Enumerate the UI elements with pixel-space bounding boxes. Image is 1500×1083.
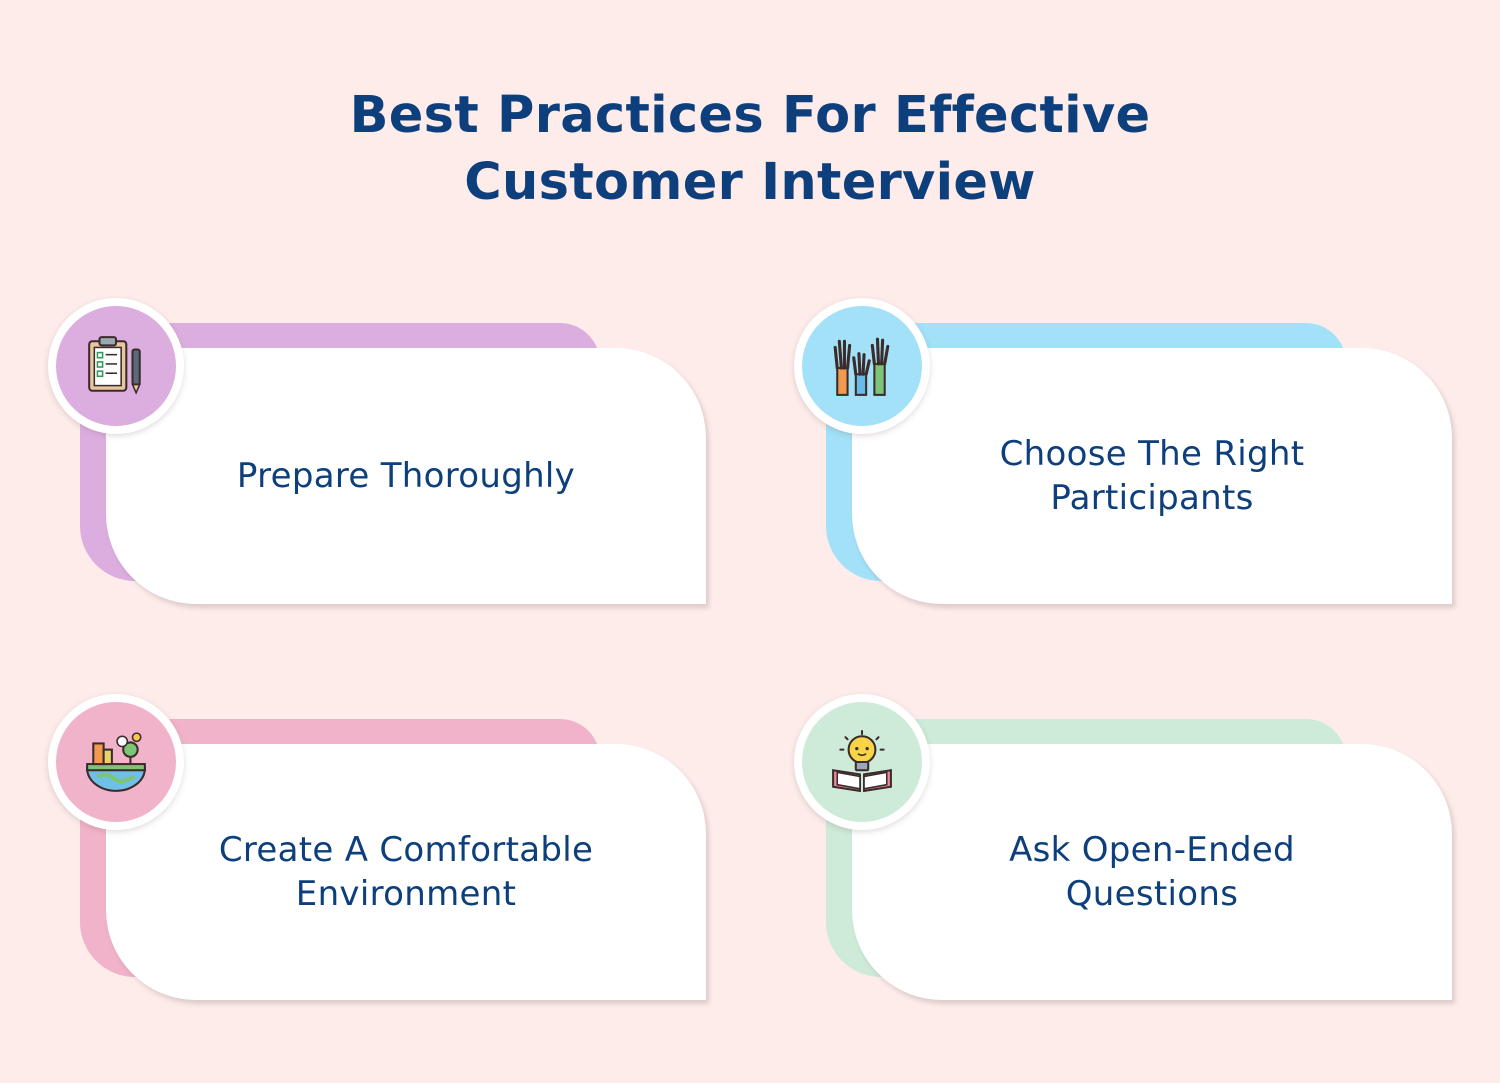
- lightbulb-book-icon: [832, 730, 892, 793]
- title-line-1: Best Practices For Effective: [349, 86, 1151, 145]
- clipboard-checklist-icon: [88, 336, 141, 395]
- badge-background: [802, 306, 922, 426]
- practice-card-environment: Create A Comfortable Environment: [48, 694, 708, 1000]
- card-label: Create A Comfortable Environment: [218, 830, 594, 914]
- practice-card-participants: Choose The Right Participants: [794, 298, 1454, 604]
- card-front: Choose The Right Participants: [852, 348, 1452, 604]
- card-front: Create A Comfortable Environment: [106, 744, 706, 1000]
- earth-city-icon: [86, 732, 146, 792]
- badge-background: [56, 306, 176, 426]
- card-front: Ask Open-Ended Questions: [852, 744, 1452, 1000]
- practice-card-questions: Ask Open-Ended Questions: [794, 694, 1454, 1000]
- practice-card-prepare: Prepare Thoroughly: [48, 298, 708, 604]
- badge-background: [802, 702, 922, 822]
- card-icon-badge: [794, 694, 930, 830]
- card-icon-badge: [48, 298, 184, 434]
- card-icon-badge: [48, 694, 184, 830]
- title-line-2: Customer Interview: [464, 153, 1036, 212]
- raised-hands-icon: [833, 337, 890, 396]
- card-front: Prepare Thoroughly: [106, 348, 706, 604]
- page-title: Best Practices For Effective Customer In…: [0, 82, 1500, 216]
- card-icon-badge: [794, 298, 930, 434]
- card-label: Prepare Thoroughly: [236, 456, 576, 496]
- badge-background: [56, 702, 176, 822]
- card-label: Choose The Right Participants: [999, 434, 1305, 518]
- card-label: Ask Open-Ended Questions: [1009, 830, 1295, 914]
